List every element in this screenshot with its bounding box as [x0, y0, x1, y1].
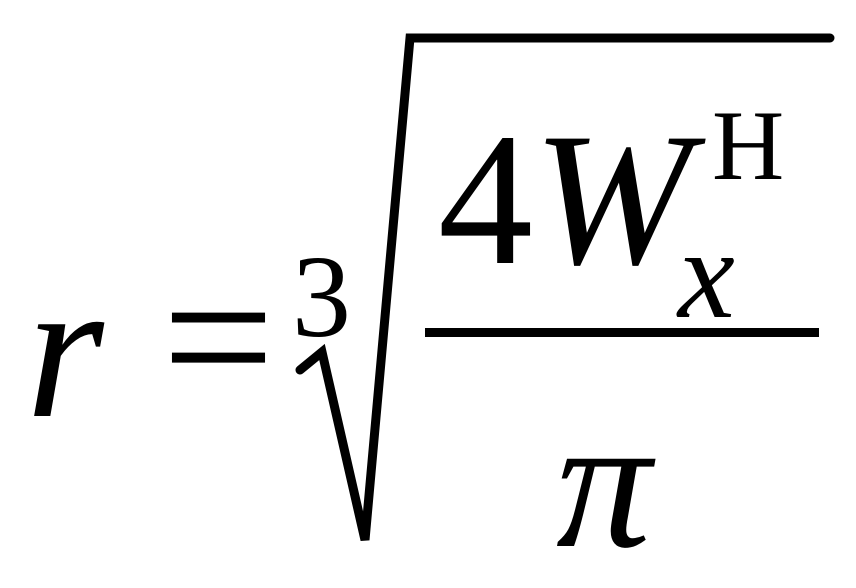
subscript: x	[678, 203, 735, 345]
numerator: 4W	[438, 105, 691, 295]
superscript: H	[712, 90, 785, 201]
root-index: 3	[292, 231, 351, 362]
denominator: π	[556, 378, 652, 588]
equals-sign: =	[162, 227, 275, 448]
numerator-coefficient: 4	[438, 95, 533, 305]
numerator-variable: W	[533, 95, 692, 305]
fraction-bar	[425, 328, 819, 337]
lhs-variable: r	[26, 239, 104, 460]
